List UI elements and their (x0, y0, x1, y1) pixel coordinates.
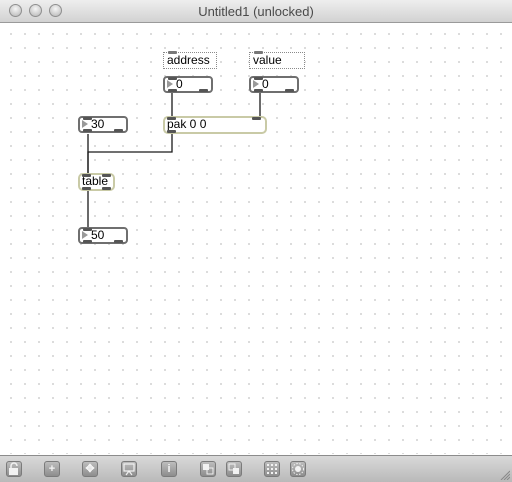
number-address-value: 0 (176, 77, 183, 91)
table-inlet-left[interactable] (82, 174, 91, 177)
back-icon (228, 463, 239, 474)
move-icon: ✥ (85, 463, 95, 475)
object-table-text: table (82, 174, 109, 188)
number-50-value: 50 (91, 228, 105, 242)
presentation-icon (123, 463, 135, 476)
number-outlet-left[interactable] (83, 240, 92, 243)
number-outlet-right[interactable] (285, 89, 294, 92)
number-box-30[interactable]: 30 (78, 116, 128, 133)
lock-button[interactable] (6, 461, 22, 477)
comment-value[interactable]: value (249, 51, 305, 69)
number-inlet (83, 228, 92, 231)
object-pak-text: pak 0 0 (167, 117, 207, 131)
number-outlet-left[interactable] (83, 129, 92, 132)
comment-inlet (254, 51, 263, 54)
resize-grip-icon[interactable] (500, 470, 510, 480)
comment-address[interactable]: address (163, 51, 217, 69)
number-box-address[interactable]: 0 (163, 76, 213, 93)
number-outlet-right[interactable] (199, 89, 208, 92)
move-button[interactable]: ✥ (82, 461, 98, 477)
number-30-value: 30 (91, 117, 105, 131)
snap-icon (292, 463, 304, 475)
number-inlet (168, 77, 177, 80)
comment-address-text: address (167, 53, 210, 67)
title-bar: Untitled1 (unlocked) (0, 0, 512, 23)
pak-outlet[interactable] (167, 130, 176, 133)
table-inlet-right[interactable] (102, 174, 111, 177)
new-object-button[interactable]: + (44, 461, 60, 477)
zoom-window-button[interactable] (49, 4, 62, 17)
object-table[interactable]: table (78, 173, 115, 191)
number-outlet-left[interactable] (254, 89, 263, 92)
number-inlet (254, 77, 263, 80)
patch-cords (87, 92, 261, 228)
number-outlet-right[interactable] (114, 240, 123, 243)
table-outlet-left[interactable] (82, 187, 91, 190)
minimize-window-button[interactable] (29, 4, 42, 17)
number-arrow-icon (82, 120, 88, 128)
table-outlet-right[interactable] (102, 187, 111, 190)
patch-cord-pak-to-table[interactable] (87, 134, 173, 175)
pak-inlet-left[interactable] (167, 117, 176, 120)
bring-to-front-button[interactable] (200, 461, 216, 477)
grid-button[interactable] (264, 461, 280, 477)
patcher-toolbar: + ✥ i (0, 455, 512, 482)
pak-inlet-right[interactable] (252, 117, 261, 120)
add-icon: + (48, 463, 56, 475)
number-arrow-icon (253, 80, 259, 88)
front-icon (203, 464, 214, 475)
inspector-button[interactable]: i (161, 461, 177, 477)
grid-icon (267, 464, 277, 474)
close-window-button[interactable] (9, 4, 22, 17)
number-inlet (83, 117, 92, 120)
window-title: Untitled1 (unlocked) (198, 4, 314, 19)
comment-inlet (168, 51, 177, 54)
send-to-back-button[interactable] (226, 461, 242, 477)
presentation-button[interactable] (121, 461, 137, 477)
patcher-canvas[interactable]: address value 0 0 30 (0, 23, 512, 454)
comment-value-text: value (253, 53, 282, 67)
number-outlet-left[interactable] (168, 89, 177, 92)
number-arrow-icon (167, 80, 173, 88)
number-box-50[interactable]: 50 (78, 227, 128, 244)
number-box-value[interactable]: 0 (249, 76, 299, 93)
number-arrow-icon (82, 231, 88, 239)
number-value-value: 0 (262, 77, 269, 91)
number-outlet-right[interactable] (114, 129, 123, 132)
lock-icon (9, 462, 18, 475)
object-pak[interactable]: pak 0 0 (163, 116, 267, 134)
info-icon: i (167, 463, 171, 475)
snap-to-grid-button[interactable] (290, 461, 306, 477)
